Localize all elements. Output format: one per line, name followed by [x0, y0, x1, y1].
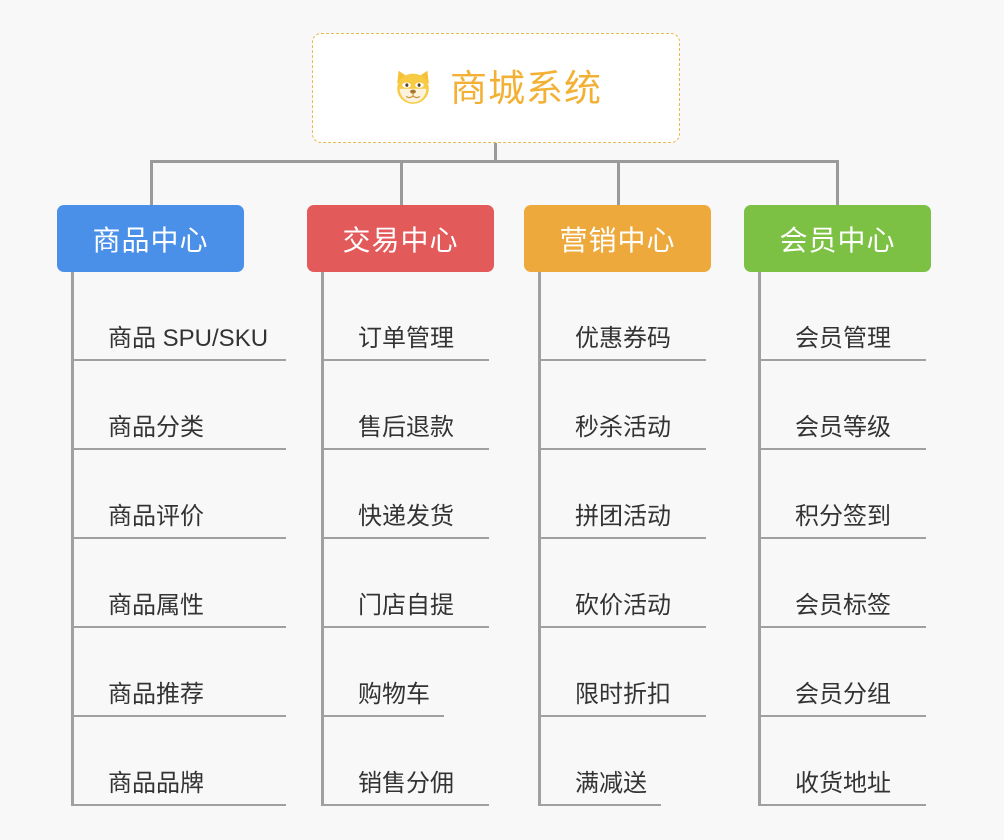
- list-item-label: 会员管理: [795, 325, 891, 353]
- list-item-label: 商品属性: [108, 592, 204, 620]
- list-item-label: 满减送: [575, 770, 647, 798]
- list-item-label: 商品 SPU/SKU: [108, 325, 269, 353]
- list-item-label: 会员等级: [795, 414, 891, 442]
- list-item[interactable]: 购物车: [324, 628, 444, 717]
- connector-horizontal-bus: [150, 160, 839, 163]
- list-item[interactable]: 拼团活动: [541, 450, 706, 539]
- list-item[interactable]: 快递发货: [324, 450, 489, 539]
- list-item[interactable]: 满减送: [541, 717, 661, 806]
- list-item-label: 拼团活动: [575, 503, 671, 531]
- list-item-label: 销售分佣: [358, 770, 454, 798]
- connector-drop-4: [836, 160, 839, 205]
- list-item-label: 购物车: [358, 681, 430, 709]
- list-item[interactable]: 会员管理: [761, 272, 926, 361]
- list-item-label: 订单管理: [358, 325, 454, 353]
- branch-item-list-transaction-center: 订单管理 售后退款 快递发货 门店自提 购物车 销售分佣: [321, 272, 489, 806]
- list-item[interactable]: 积分签到: [761, 450, 926, 539]
- branch-transaction-center: 交易中心 订单管理 售后退款 快递发货 门店自提 购物车 销售分佣: [307, 205, 494, 806]
- list-item[interactable]: 售后退款: [324, 361, 489, 450]
- list-item[interactable]: 商品分类: [74, 361, 286, 450]
- list-item-label: 限时折扣: [575, 681, 671, 709]
- list-item-label: 秒杀活动: [575, 414, 671, 442]
- list-item-label: 会员分组: [795, 681, 891, 709]
- list-item[interactable]: 会员分组: [761, 628, 926, 717]
- connector-drop-1: [150, 160, 153, 205]
- list-item[interactable]: 砍价活动: [541, 539, 706, 628]
- connector-drop-3: [617, 160, 620, 205]
- root-node-title: 商城系统: [450, 67, 602, 109]
- list-item-label: 会员标签: [795, 592, 891, 620]
- list-item[interactable]: 订单管理: [324, 272, 489, 361]
- branch-item-list-marketing-center: 优惠券码 秒杀活动 拼团活动 砍价活动 限时折扣 满减送: [538, 272, 706, 806]
- list-item[interactable]: 收货地址: [761, 717, 926, 806]
- list-item[interactable]: 秒杀活动: [541, 361, 706, 450]
- list-item-label: 商品品牌: [108, 770, 204, 798]
- branch-header-member-center[interactable]: 会员中心: [744, 205, 931, 272]
- list-item-label: 快递发货: [358, 503, 454, 531]
- branch-marketing-center: 营销中心 优惠券码 秒杀活动 拼团活动 砍价活动 限时折扣 满减送: [524, 205, 711, 806]
- branch-item-list-product-center: 商品 SPU/SKU 商品分类 商品评价 商品属性 商品推荐 商品品牌: [71, 272, 286, 806]
- list-item-label: 售后退款: [358, 414, 454, 442]
- list-item[interactable]: 门店自提: [324, 539, 489, 628]
- connector-drop-2: [400, 160, 403, 205]
- list-item[interactable]: 商品品牌: [74, 717, 286, 806]
- list-item[interactable]: 限时折扣: [541, 628, 706, 717]
- dog-face-icon: [397, 70, 429, 104]
- branch-header-product-center[interactable]: 商品中心: [57, 205, 244, 272]
- list-item-label: 商品推荐: [108, 681, 204, 709]
- list-item-label: 砍价活动: [575, 592, 671, 620]
- branch-member-center: 会员中心 会员管理 会员等级 积分签到 会员标签 会员分组 收货地址: [744, 205, 931, 806]
- branch-item-list-member-center: 会员管理 会员等级 积分签到 会员标签 会员分组 收货地址: [758, 272, 926, 806]
- connector-root-stem: [494, 143, 497, 162]
- branch-header-marketing-center[interactable]: 营销中心: [524, 205, 711, 272]
- list-item-label: 门店自提: [358, 592, 454, 620]
- branch-header-transaction-center[interactable]: 交易中心: [307, 205, 494, 272]
- list-item-label: 优惠券码: [575, 325, 671, 353]
- list-item-label: 积分签到: [795, 503, 891, 531]
- list-item[interactable]: 会员标签: [761, 539, 926, 628]
- root-node-shopping-mall-system[interactable]: 商城系统: [312, 33, 680, 143]
- list-item[interactable]: 商品属性: [74, 539, 286, 628]
- branch-product-center: 商品中心 商品 SPU/SKU 商品分类 商品评价 商品属性 商品推荐 商品品牌: [57, 205, 286, 806]
- list-item-label: 收货地址: [795, 770, 891, 798]
- list-item[interactable]: 优惠券码: [541, 272, 706, 361]
- list-item-label: 商品分类: [108, 414, 204, 442]
- list-item[interactable]: 商品推荐: [74, 628, 286, 717]
- list-item[interactable]: 商品 SPU/SKU: [74, 272, 286, 361]
- list-item[interactable]: 会员等级: [761, 361, 926, 450]
- list-item-label: 商品评价: [108, 503, 204, 531]
- list-item[interactable]: 销售分佣: [324, 717, 489, 806]
- list-item[interactable]: 商品评价: [74, 450, 286, 539]
